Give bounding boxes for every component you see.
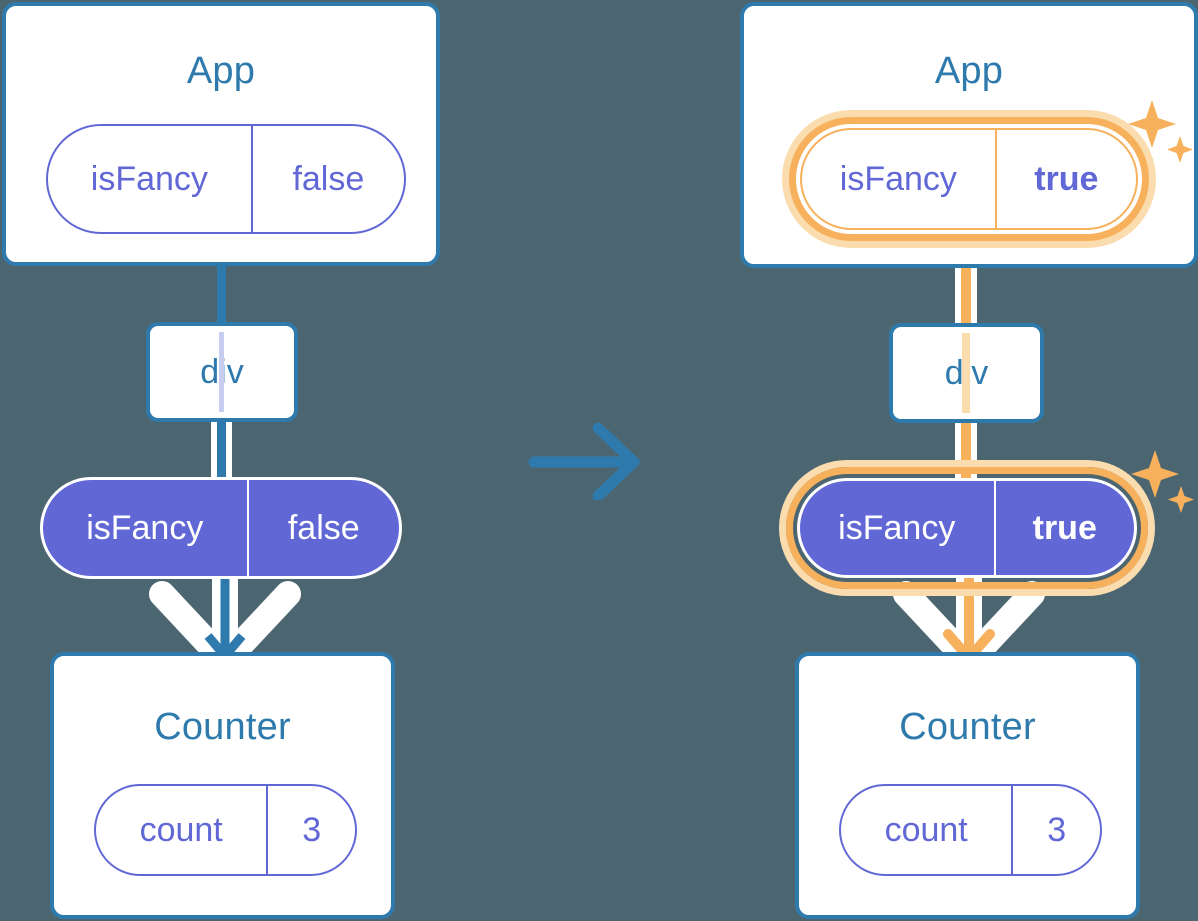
counter-state-value-after: 3 [1011,786,1100,874]
counter-title: Counter [154,706,291,748]
sparkle-icon-props [1131,450,1194,513]
counter-box-after: Counter count 3 [795,652,1140,919]
app-state-pill: isFancy false [46,124,406,234]
props-value: false [246,480,399,576]
counter-state-name: count [139,810,223,849]
props-pill-after: isFancy true [797,478,1137,578]
connector-through-div-after [962,333,970,413]
sparkle-icon-app [1128,100,1193,163]
app-box: App isFancy false [2,2,440,266]
connector-app-to-div-after [961,212,971,334]
app-title: App [186,50,256,92]
counter-state-name-after: count [884,810,968,849]
counter-title-after: Counter [899,706,1036,748]
app-state-pill-after: isFancy true [800,128,1138,230]
connector-div-to-props-after [961,409,971,519]
props-name: isFancy [86,508,204,547]
connector-div-to-props [217,408,226,518]
counter-box: Counter count 3 [50,652,395,919]
app-state-value: false [250,126,404,232]
counter-state-value: 3 [266,786,355,874]
counter-state-pill-after: count 3 [839,784,1102,876]
connector-app-to-div [217,210,226,330]
props-highlight-ring [786,467,1148,589]
transition-arrow-icon [528,422,640,500]
props-pill: isFancy false [40,477,402,579]
counter-state-pill: count 3 [94,784,357,876]
props-value-after: true [993,481,1135,575]
app-title-after: App [934,50,1004,92]
app-state-value-after: true [994,130,1136,228]
connector-through-div [219,332,224,412]
props-name-after: isFancy [838,508,956,547]
app-state-name-after: isFancy [839,159,957,198]
app-state-name: isFancy [90,159,208,198]
